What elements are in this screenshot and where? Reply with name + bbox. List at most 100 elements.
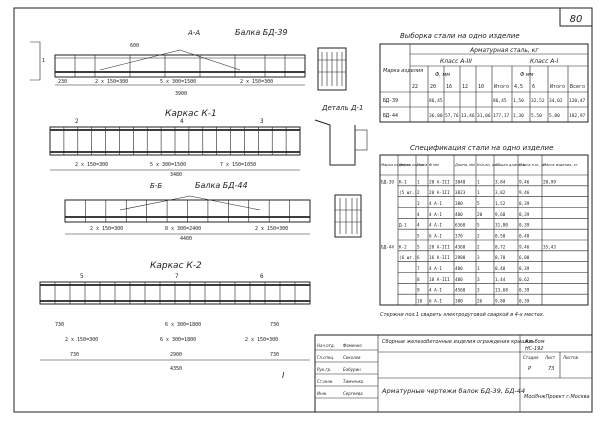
table2-cell: 4 А-I [429,288,442,294]
table2-header: Кол-во, шт. [477,163,498,167]
cage2-mid-dim-1: 2 х 150=300 [65,337,98,343]
table2-cell: 4 А-I [429,266,442,272]
table2-cell: К-1 [399,179,407,185]
table2-cell: 4 [417,212,420,218]
table2-cell: 9,46 [519,179,530,185]
table1-group: Арматурная сталь, кг [469,47,539,54]
table2-cell: 5 [477,201,480,207]
steel-selection-table: Выборка стали на одно изделие Арматурная… [379,32,589,123]
section-aa [317,47,347,91]
table2-cell: 5 [477,223,480,229]
table2-cell: 35,43 [543,244,556,250]
sheet-number-box [559,7,593,27]
beam1-left-gap: 600 [130,43,139,49]
cage1-title: Каркас К-1 [165,109,217,119]
tb-drawing: Арматурные чертежи балок БД-39, БД-44 [381,387,525,395]
table2-header: Марка каркаса [399,163,427,167]
table2-cell: 380 [455,299,463,305]
table2-cell: 20 А-III [429,190,450,196]
section-bb [334,194,362,238]
table1-cell: 86,45 [429,98,443,104]
tb-org: МосИнжПроект г.Москва [524,394,590,400]
tb-sheet: Лист [544,355,556,360]
table1-cell: 34,02 [549,98,563,104]
table2-cell: 3 [417,201,420,207]
table2-cell: Д-1 [399,223,407,229]
table2-cell: 6 А-I [429,299,442,305]
table1-subcol: Итого [550,84,565,90]
table1-col-mark: Марка изделия [383,68,423,74]
table2-cell: 9,60 [495,212,506,218]
table2-cell: 13,68 [495,288,508,294]
table2-cell: 0,39 [519,299,530,305]
tb-role: Гл.спец. [317,355,334,360]
table2-cell: (5 шт.) [399,190,417,196]
table1-dia-label: Ф, мм [435,72,450,78]
cage2-bot-dim-1: 730 [70,352,79,358]
table2-cell: 9,46 [519,244,530,250]
note-text: Стержни поз.1 сварить электродуговой сва… [380,312,544,318]
tb-sheet-val: 73 [548,366,554,372]
beam2-dim-3: 2 х 150=300 [255,226,288,232]
table2-cell: 31,80 [495,223,508,229]
cage2-bot-dim-3: 730 [270,352,279,358]
table2-cell: 0,50 [495,234,506,240]
table2-cell: 0,39 [519,201,530,207]
table2-cell: 1,52 [495,201,506,207]
table2-cell: 1,44 [495,277,506,283]
beam1-dim-3: 2 х 150=300 [240,79,273,85]
beam1-overall: 3900 [175,91,187,97]
table2-cell: 6360 [455,223,466,229]
table1-subcol: Итого [494,84,509,90]
table1-cell: 32,52 [531,98,545,104]
table2-cell: 26 [477,299,483,305]
beam1-left-end: 230 [58,79,67,85]
beam2-overall: 4400 [180,236,192,242]
cage2-title: Каркас К-2 [150,261,202,271]
table2-cell: 4560 [455,288,466,294]
table2-cell: 380 [455,201,463,207]
table2-cell: 9,88 [495,299,506,305]
table2-cell: 1 [477,266,480,272]
table2-header: Поз. [417,163,425,167]
tb-role: Инж. [317,391,327,396]
table1-cell: 5,50 [531,113,542,119]
table2-cell: 2 [417,190,420,196]
table2-cell: 9,46 [519,190,530,196]
table1-cell: 5,80 [549,113,560,119]
beam2-section: Б-Б [150,182,162,190]
table1-cell: 177,17 [493,113,510,119]
cage2-pos-b: 7 [175,273,179,280]
table1-cell: 1,50 [513,98,524,104]
table1-cell: 120,47 [569,98,586,104]
table2-cell: 1 [477,179,480,185]
table2-cell: 5 [417,234,420,240]
table2-title: Спецификация стали на одно изделие [410,144,553,152]
cage2-pos-c: 6 [260,273,264,280]
table1-row-mark: БД-44 [383,113,398,119]
table2-cell: 20 А-III [429,179,450,185]
cage1-dim-3: 7 х 150=1050 [220,162,256,168]
table2-cell: 4 А-I [429,201,442,207]
table1-class-a1: Класс А-I [530,58,559,65]
cage1-pos-c: 3 [260,118,264,125]
table2-cell: 2 [477,244,480,250]
beam1-dim-2: 5 х 300=1500 [160,79,196,85]
beam2-title: Балка БД-44 [195,181,248,190]
table2-cell: 4 [417,223,420,229]
table1-subcol: 4,5 [514,84,523,90]
table2-cell: 370 [455,234,463,240]
table1-cell: 57,76 [445,113,459,119]
table2-cell: 10 [417,299,423,305]
table2-cell: 4 А-I [429,212,442,218]
tb-role: Рук.гр. [317,367,331,372]
table2-cell: 5 [417,244,420,250]
tb-project: Сборные железобетонные изделия ограждени… [382,339,533,345]
tb-name: Бабурин [343,367,361,372]
tb-name: Соколов [343,355,361,360]
table2-cell: 9 [417,288,420,294]
table2-cell: 3 [477,255,480,261]
table2-cell: 0,39 [519,223,530,229]
table2-cell: 20,99 [543,179,556,185]
sheet-number: 80 [570,14,583,25]
